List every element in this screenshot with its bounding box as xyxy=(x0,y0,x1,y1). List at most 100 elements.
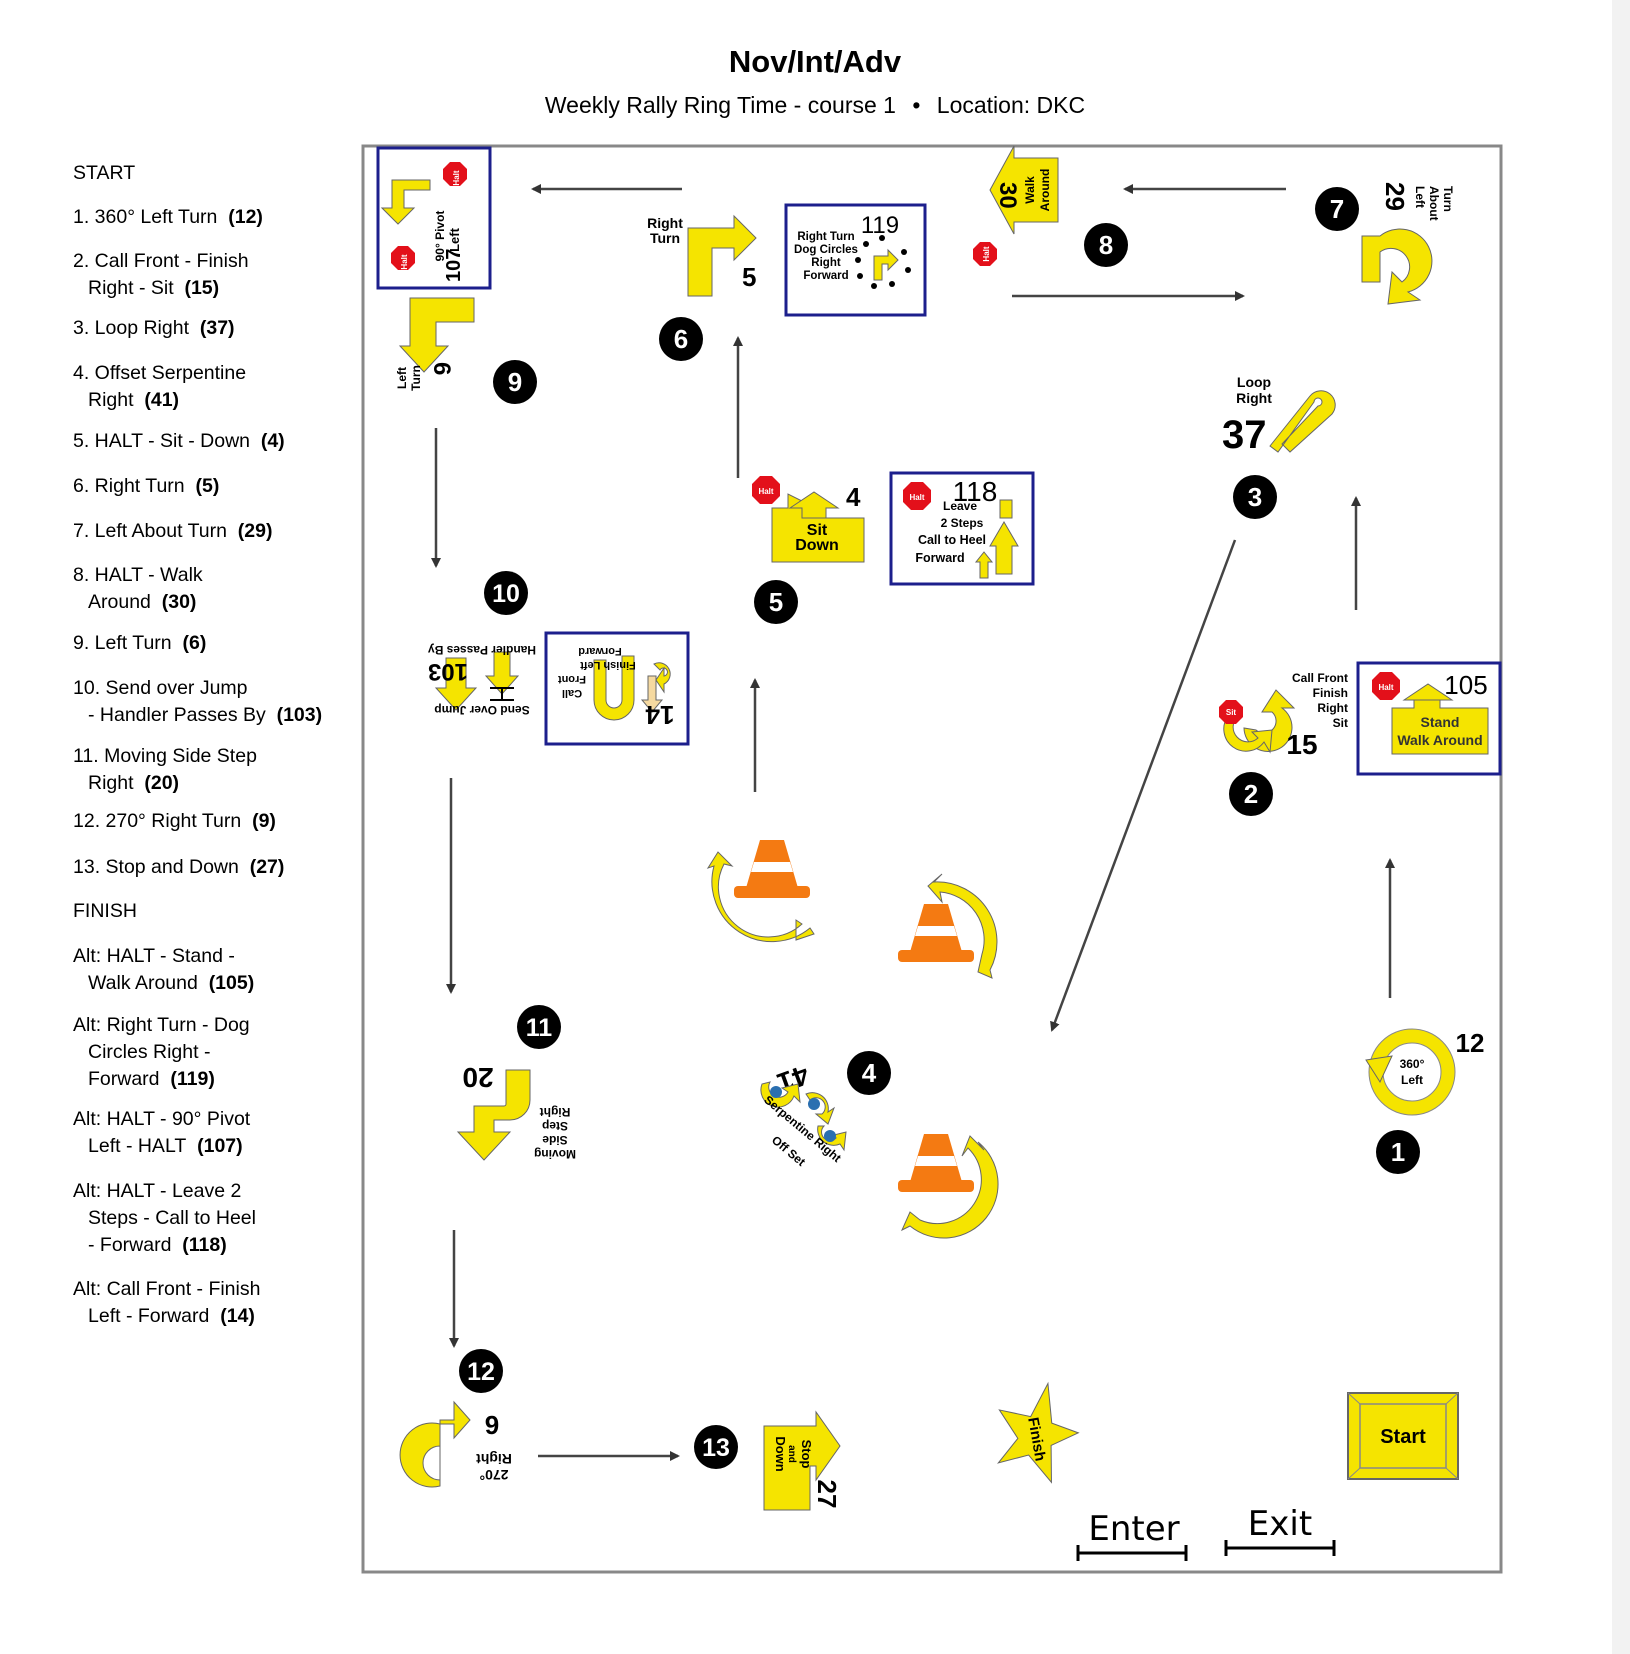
sign-label: Front xyxy=(558,673,586,685)
station-badge-circle xyxy=(459,1349,503,1393)
sign-label: Stand xyxy=(1421,714,1460,730)
station-badge-circle xyxy=(754,580,798,624)
sign-9-270-right-turn: Right 270° 9 xyxy=(399,1400,512,1488)
sign-label: 360° xyxy=(1400,1057,1425,1071)
curve-arrow-icon xyxy=(900,1135,999,1239)
station-badge: 13 xyxy=(694,1425,738,1469)
exercise-text: Alt: HALT - Leave 2 xyxy=(73,1180,242,1202)
station-badge-circle xyxy=(1084,223,1128,267)
exercise-list-item: 6. Right Turn (5) xyxy=(73,473,219,500)
sign-number: 103 xyxy=(428,658,468,685)
station-badge: 12 xyxy=(459,1349,503,1393)
sign-30-walk-around: Walk Around 30 Halt xyxy=(973,145,1059,266)
exercise-number: (14) xyxy=(220,1305,255,1327)
station-badge: 4 xyxy=(847,1051,891,1095)
subtitle-separator: • xyxy=(912,92,921,118)
station-badge-circle xyxy=(694,1425,738,1469)
sign-6-left-turn: Left Turn 6 xyxy=(395,297,475,391)
sign-label: Right xyxy=(647,215,683,231)
exercise-text: Alt: Call Front - Finish xyxy=(73,1278,261,1300)
station-badge: 8 xyxy=(1084,223,1128,267)
station-badge-circle xyxy=(1229,772,1273,816)
exercise-text: 13. Stop and Down (27) xyxy=(73,856,285,878)
exercise-text: Around (30) xyxy=(88,591,197,613)
station-badge: 3 xyxy=(1233,475,1277,519)
sign-label: Handler Passes By xyxy=(428,643,536,657)
exercise-list-item: 1. 360° Left Turn (12) xyxy=(73,204,263,231)
exercise-text: Right (41) xyxy=(88,389,180,411)
sign-number: 12 xyxy=(1456,1028,1485,1058)
exercise-text: 10. Send over Jump xyxy=(73,677,248,699)
sign-label: Walk xyxy=(1023,176,1037,204)
exercise-list-item: Alt: HALT - Stand - Walk Around (105) xyxy=(73,943,254,997)
sign-number: 105 xyxy=(1444,670,1487,700)
exercise-text: FINISH xyxy=(73,900,137,922)
sign-label: Right xyxy=(811,257,841,269)
exercise-text: Alt: HALT - Stand - xyxy=(73,945,235,967)
exercise-text: Forward (119) xyxy=(88,1068,215,1090)
sign-29-left-about-turn: Left About Turn 29 xyxy=(1361,182,1455,305)
sign-number: 6 xyxy=(428,362,455,375)
sign-number: 14 xyxy=(645,700,674,730)
exercise-number: (118) xyxy=(182,1234,227,1256)
halt-text: Halt xyxy=(1378,683,1393,692)
halt-text: Halt xyxy=(909,493,924,502)
station-badge-circle xyxy=(493,360,537,404)
sign-label: Call xyxy=(562,687,582,699)
exercise-number: (4) xyxy=(260,430,285,452)
halt-icon xyxy=(752,476,780,504)
sign-label: Stop xyxy=(799,1440,814,1469)
station-badge-number: 4 xyxy=(862,1058,877,1088)
sign-label: Dog Circles xyxy=(794,244,858,256)
sign-label: Finish xyxy=(1313,686,1348,700)
halt-icon xyxy=(443,162,467,186)
station-badge-number: 12 xyxy=(467,1358,495,1386)
exercise-list-item: 7. Left About Turn (29) xyxy=(73,518,272,545)
sign-label: Sit xyxy=(807,522,828,539)
exercise-text: Alt: HALT - 90° Pivot xyxy=(73,1108,251,1130)
halt-icon xyxy=(391,246,415,270)
exercise-list-item: START xyxy=(73,160,135,187)
sign-label: 2 Steps xyxy=(941,516,984,530)
sit-text: Sit xyxy=(1226,708,1237,717)
sign-number: 9 xyxy=(485,1410,499,1440)
sign-number: 107 xyxy=(443,249,465,282)
station-badge: 2 xyxy=(1229,772,1273,816)
sign-37-loop-right: Loop Right 37 xyxy=(1222,374,1336,457)
exercise-number: (29) xyxy=(237,520,273,542)
exercise-text: Walk Around (105) xyxy=(88,972,255,994)
sign-number: 37 xyxy=(1222,413,1267,457)
curve-arrow-icon xyxy=(706,851,815,943)
sign-number: 30 xyxy=(994,182,1021,209)
halt-text: Halt xyxy=(982,246,991,261)
exercise-number: (9) xyxy=(252,810,276,832)
exercise-text: Right (20) xyxy=(88,772,180,794)
enter-gate: Enter xyxy=(1076,1509,1188,1561)
exit-gate: Exit xyxy=(1224,1504,1336,1556)
exercise-text: Circles Right - xyxy=(88,1041,211,1063)
station-badge: 11 xyxy=(517,1005,561,1049)
sign-14-call-front-finish-left: Forward Finish Left Front Call 14 xyxy=(544,631,690,746)
station-badge-number: 5 xyxy=(769,587,783,617)
finish-star-sign: Finish xyxy=(997,1381,1080,1484)
exercise-text: 2. Call Front - Finish xyxy=(73,250,249,272)
enter-label: Enter xyxy=(1088,1509,1179,1549)
sign-label: Left xyxy=(1413,186,1427,208)
sign-label: Step xyxy=(542,1119,568,1133)
sign-label: Left xyxy=(1401,1073,1423,1087)
exercise-text: - Handler Passes By (103) xyxy=(88,704,323,726)
station-badge-number: 13 xyxy=(702,1434,730,1462)
halt-icon xyxy=(903,482,931,510)
exercise-number: (12) xyxy=(228,206,263,228)
station-badge: 5 xyxy=(754,580,798,624)
page-title: Nov/Int/Adv xyxy=(728,44,902,79)
sign-label: and xyxy=(786,1445,797,1463)
cone-icon xyxy=(734,840,810,898)
exercise-text: 1. 360° Left Turn (12) xyxy=(73,206,263,228)
sign-label: 270° xyxy=(480,1467,509,1483)
